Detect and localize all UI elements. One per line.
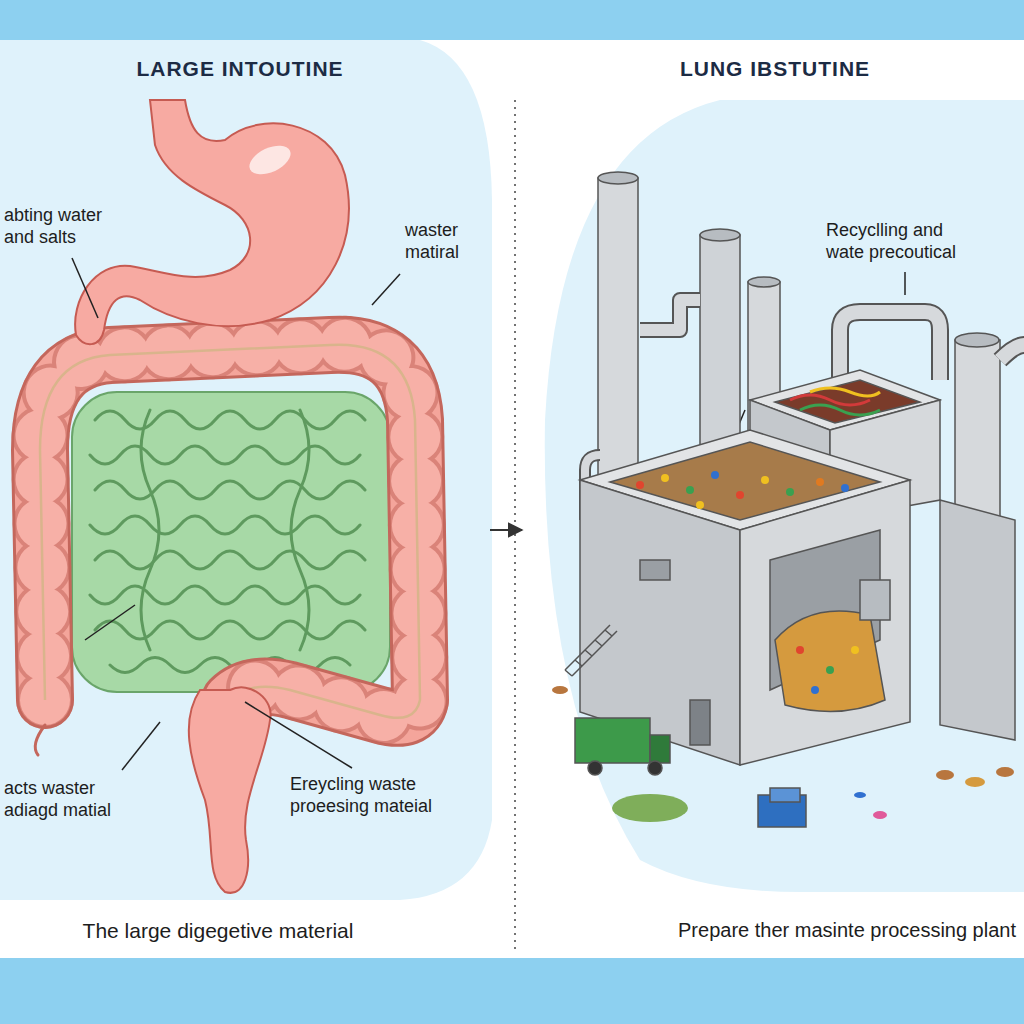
small-intestine <box>72 392 390 692</box>
divider <box>514 100 516 950</box>
callout-label: waster matiral <box>405 220 485 263</box>
waste-debris <box>552 388 1014 819</box>
stomach <box>75 100 349 344</box>
arrow <box>490 529 522 531</box>
left-panel <box>0 40 492 900</box>
caption: Prepare ther masinte processing plant <box>678 918 1016 942</box>
callout-label: Ereycling waste proeesing mateial <box>290 774 480 817</box>
callout-label: Recyclling and wate precoutical <box>826 220 976 263</box>
top-band <box>0 0 1024 40</box>
right-panel <box>545 100 1024 892</box>
bottom-band <box>0 958 1024 1024</box>
panel-heading: LARGE INTOUTINE <box>80 56 400 81</box>
rectum <box>189 687 271 892</box>
panel-heading: LUNG IBSTUTINE <box>615 56 935 81</box>
caption: The large digegetive material <box>18 918 418 943</box>
processing-plant <box>565 172 1024 827</box>
callout-label: acts waster adiagd matial <box>4 778 134 821</box>
callout-label: abting water and salts <box>4 205 119 248</box>
